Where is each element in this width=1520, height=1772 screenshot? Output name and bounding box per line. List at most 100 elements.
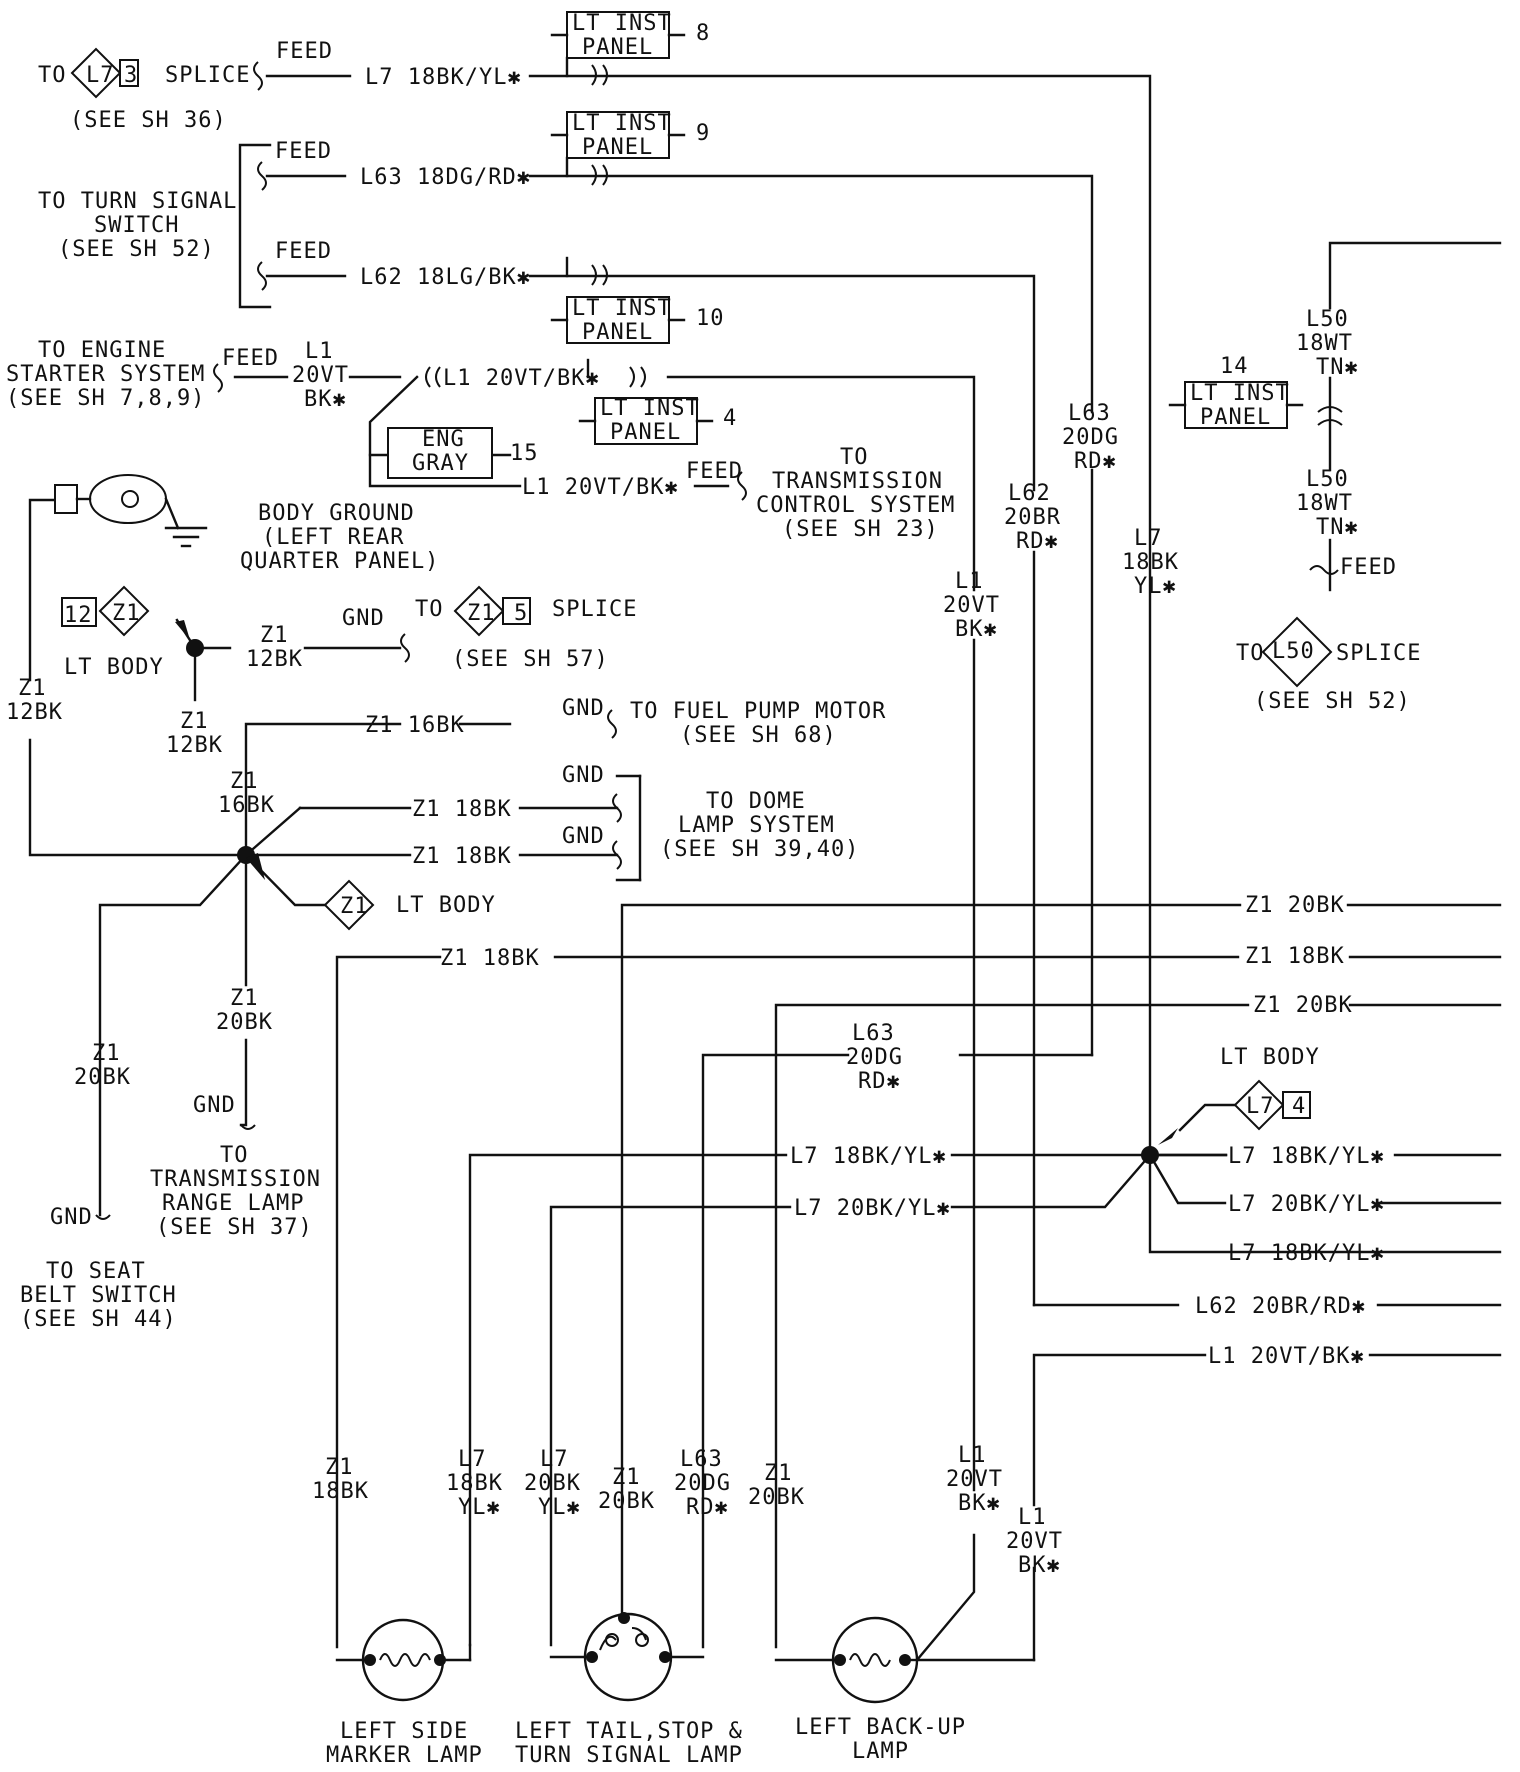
label-bk-c: BK✱ [958, 1491, 1001, 1516]
label-bk-a: BK✱ [304, 387, 347, 412]
label-transmission: TRANSMISSION [772, 469, 943, 494]
label-l7-h: L7 [540, 1447, 569, 1472]
label-z1-b: Z1 [18, 676, 47, 701]
label-see-sh-44: (SEE SH 44) [20, 1307, 177, 1332]
label-wire-z1-18bk-a: Z1 18BK [412, 797, 512, 822]
label-lt-inst-1: LT INST [572, 11, 672, 36]
label-see-sh-37: (SEE SH 37) [156, 1215, 313, 1240]
label-pin-4-b: 4 [1292, 1094, 1306, 1119]
label-panel-4: PANEL [610, 420, 681, 445]
label-bk-b: BK✱ [955, 617, 998, 642]
label-20vt-b: 20VT [943, 593, 1000, 618]
label-eng: ENG [422, 427, 465, 452]
splice-z1-lt-body [186, 639, 204, 657]
label-wire-z1-18bk-d: Z1 18BK [1245, 944, 1345, 969]
left-side-marker-lamp [335, 1618, 472, 1702]
label-20br: 20BR [1004, 505, 1061, 530]
label-belt-switch: BELT SWITCH [20, 1283, 177, 1308]
label-wire-l7-18bkyl-b: L7 18BK/YL✱ [790, 1144, 947, 1169]
label-z1-lt-body-b-id: Z1 [340, 894, 369, 919]
label-control-system: CONTROL SYSTEM [756, 493, 955, 518]
label-body-ground: BODY GROUND [258, 501, 415, 526]
label-feed-4: FEED [222, 346, 279, 371]
label-to-seat: TO SEAT [46, 1259, 146, 1284]
label-l7-lt-body-id: L7 [1246, 1094, 1275, 1119]
label-gnd-2: GND [562, 696, 605, 721]
label-l50-a: L50 [1306, 307, 1349, 332]
label-18wt-b: 18WT [1296, 491, 1353, 516]
label-lt-inst-3: LT INST [572, 296, 672, 321]
label-wire-l1-20vtbk-c: L1 20VT/BK✱ [1208, 1344, 1365, 1369]
label-wire-l63-18dgrd: L63 18DG/RD✱ [360, 165, 531, 190]
label-see-sh-68: (SEE SH 68) [680, 723, 837, 748]
label-splice-l50: SPLICE [1336, 641, 1421, 666]
label-20dg-b: 20DG [1062, 425, 1119, 450]
label-12bk-b: 12BK [6, 700, 63, 725]
label-pin-5: 5 [514, 601, 528, 626]
label-l1-c: L1 [958, 1443, 987, 1468]
label-feed-1: FEED [276, 39, 333, 64]
label-quarter-panel: QUARTER PANEL) [240, 549, 439, 574]
label-z1-a: Z1 [260, 623, 289, 648]
label-feed-6: FEED [1340, 555, 1397, 580]
label-z1-c: Z1 [180, 709, 209, 734]
label-gnd-4: GND [562, 824, 605, 849]
label-gnd-5: GND [193, 1093, 236, 1118]
label-gray: GRAY [412, 451, 469, 476]
wire-l62-top [528, 274, 1036, 492]
label-feed-5: FEED [686, 459, 743, 484]
label-to-z1: TO [415, 597, 444, 622]
label-lt-inst-5: LT INST [1190, 381, 1290, 406]
label-z1-i: Z1 [764, 1461, 793, 1486]
label-pin-10: 10 [696, 306, 725, 331]
left-back-up-lamp [774, 1616, 919, 1704]
label-z1-g: Z1 [325, 1455, 354, 1480]
label-tn-b: TN✱ [1316, 515, 1359, 540]
label-18bk-h: 18BK [446, 1471, 503, 1496]
label-l50-splice-id: L50 [1272, 639, 1315, 664]
label-20vt-a: 20VT [292, 363, 349, 388]
label-splice: SPLICE [165, 63, 250, 88]
label-panel-3: PANEL [582, 320, 653, 345]
label-see-sh-3940: (SEE SH 39,40) [660, 837, 859, 862]
label-wire-z1-20bk-b: Z1 20BK [1253, 993, 1353, 1018]
label-to-trans-range: TO [220, 1143, 249, 1168]
label-to-trans: TO [840, 445, 869, 470]
label-backup-2: LAMP [852, 1739, 909, 1764]
label-gnd-6: GND [50, 1205, 93, 1230]
label-20bk-j: 20BK [748, 1485, 805, 1510]
label-l63-b: L63 [1068, 401, 1111, 426]
splice-l7-lt-body [1141, 1146, 1159, 1164]
label-gnd-3: GND [562, 763, 605, 788]
label-side-marker-1: LEFT SIDE [340, 1719, 468, 1744]
label-panel-2: PANEL [582, 135, 653, 160]
label-l63-d: L63 [680, 1447, 723, 1472]
label-yl-b: YL✱ [1134, 574, 1177, 599]
label-18bk-g: 18BK [312, 1479, 369, 1504]
label-l50-b: L50 [1306, 467, 1349, 492]
label-starter-system: STARTER SYSTEM [6, 362, 205, 387]
label-20bk-i: 20BK [598, 1489, 655, 1514]
label-tail-1: LEFT TAIL,STOP & [515, 1719, 743, 1744]
label-left-rear: (LEFT REAR [262, 525, 404, 550]
label-feed-3: FEED [275, 239, 332, 264]
label-switch: SWITCH [94, 213, 179, 238]
label-pin-8: 8 [696, 21, 710, 46]
label-tail-2: TURN SIGNAL LAMP [515, 1743, 743, 1768]
label-z1-splice-id: Z1 [467, 601, 496, 626]
wire-z1-18bk [335, 955, 442, 1649]
label-z1-e: Z1 [230, 986, 259, 1011]
label-wire-l7-20bkyl-b: L7 20BK/YL✱ [1228, 1192, 1385, 1217]
label-side-marker-2: MARKER LAMP [326, 1743, 483, 1768]
label-lt-body-a: LT BODY [64, 655, 164, 680]
label-to: TO [38, 63, 67, 88]
label-panel-5: PANEL [1200, 405, 1271, 430]
label-lamp-system: LAMP SYSTEM [678, 813, 835, 838]
label-20vt-c: 20VT [946, 1467, 1003, 1492]
splice-diamonds [61, 47, 1333, 1131]
wire-l7-top [528, 74, 1502, 1254]
label-see-sh-52: (SEE SH 52) [58, 237, 215, 262]
label-pin-4: 4 [723, 406, 737, 431]
label-pin3: 3 [124, 63, 138, 88]
label-l63-c: L63 [852, 1021, 895, 1046]
